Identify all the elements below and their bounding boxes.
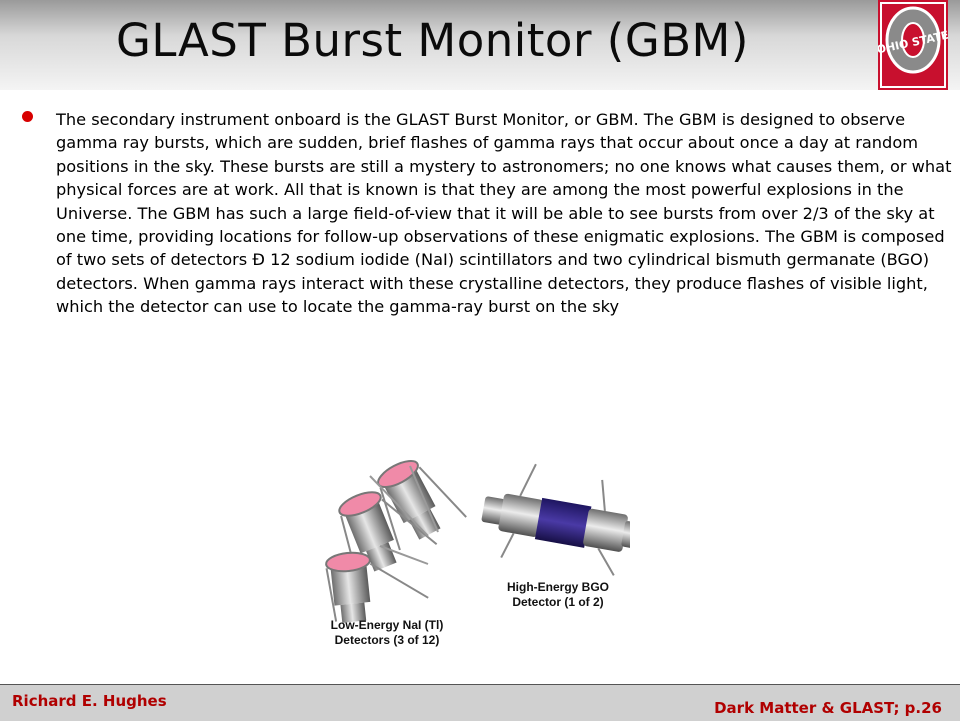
- bgo-detector-caption: High-Energy BGO Detector (1 of 2): [488, 580, 628, 610]
- nai-caption-line-2: Detectors (3 of 12): [334, 633, 440, 647]
- bgo-detector: [481, 463, 641, 576]
- footer-author: Richard E. Hughes: [12, 692, 167, 710]
- detectors-illustration: [325, 459, 641, 623]
- bullet-icon: [22, 111, 33, 122]
- nai-detector-1: [377, 459, 467, 551]
- bgo-caption-line-2: Detector (1 of 2): [512, 595, 604, 609]
- gbm-detectors-figure: Low-Energy NaI (Tl) Detectors (3 of 12) …: [310, 436, 641, 656]
- bgo-caption-line-1: High-Energy BGO: [506, 580, 609, 594]
- ohio-state-logo-icon: OHIO STATE: [878, 0, 948, 90]
- slide-header: GLAST Burst Monitor (GBM) OHIO STATE: [0, 0, 960, 90]
- footer-page-label: Dark Matter & GLAST; p.26: [714, 699, 942, 717]
- slide-body: The secondary instrument onboard is the …: [22, 108, 954, 319]
- nai-detector-3: [325, 551, 429, 623]
- nai-detector-caption: Low-Energy NaI (Tl) Detectors (3 of 12): [312, 618, 462, 648]
- nai-caption-line-1: Low-Energy NaI (Tl): [330, 618, 444, 632]
- slide-title: GLAST Burst Monitor (GBM): [116, 14, 749, 67]
- slide-footer: Richard E. Hughes Dark Matter & GLAST; p…: [0, 684, 960, 721]
- body-paragraph: The secondary instrument onboard is the …: [56, 110, 952, 317]
